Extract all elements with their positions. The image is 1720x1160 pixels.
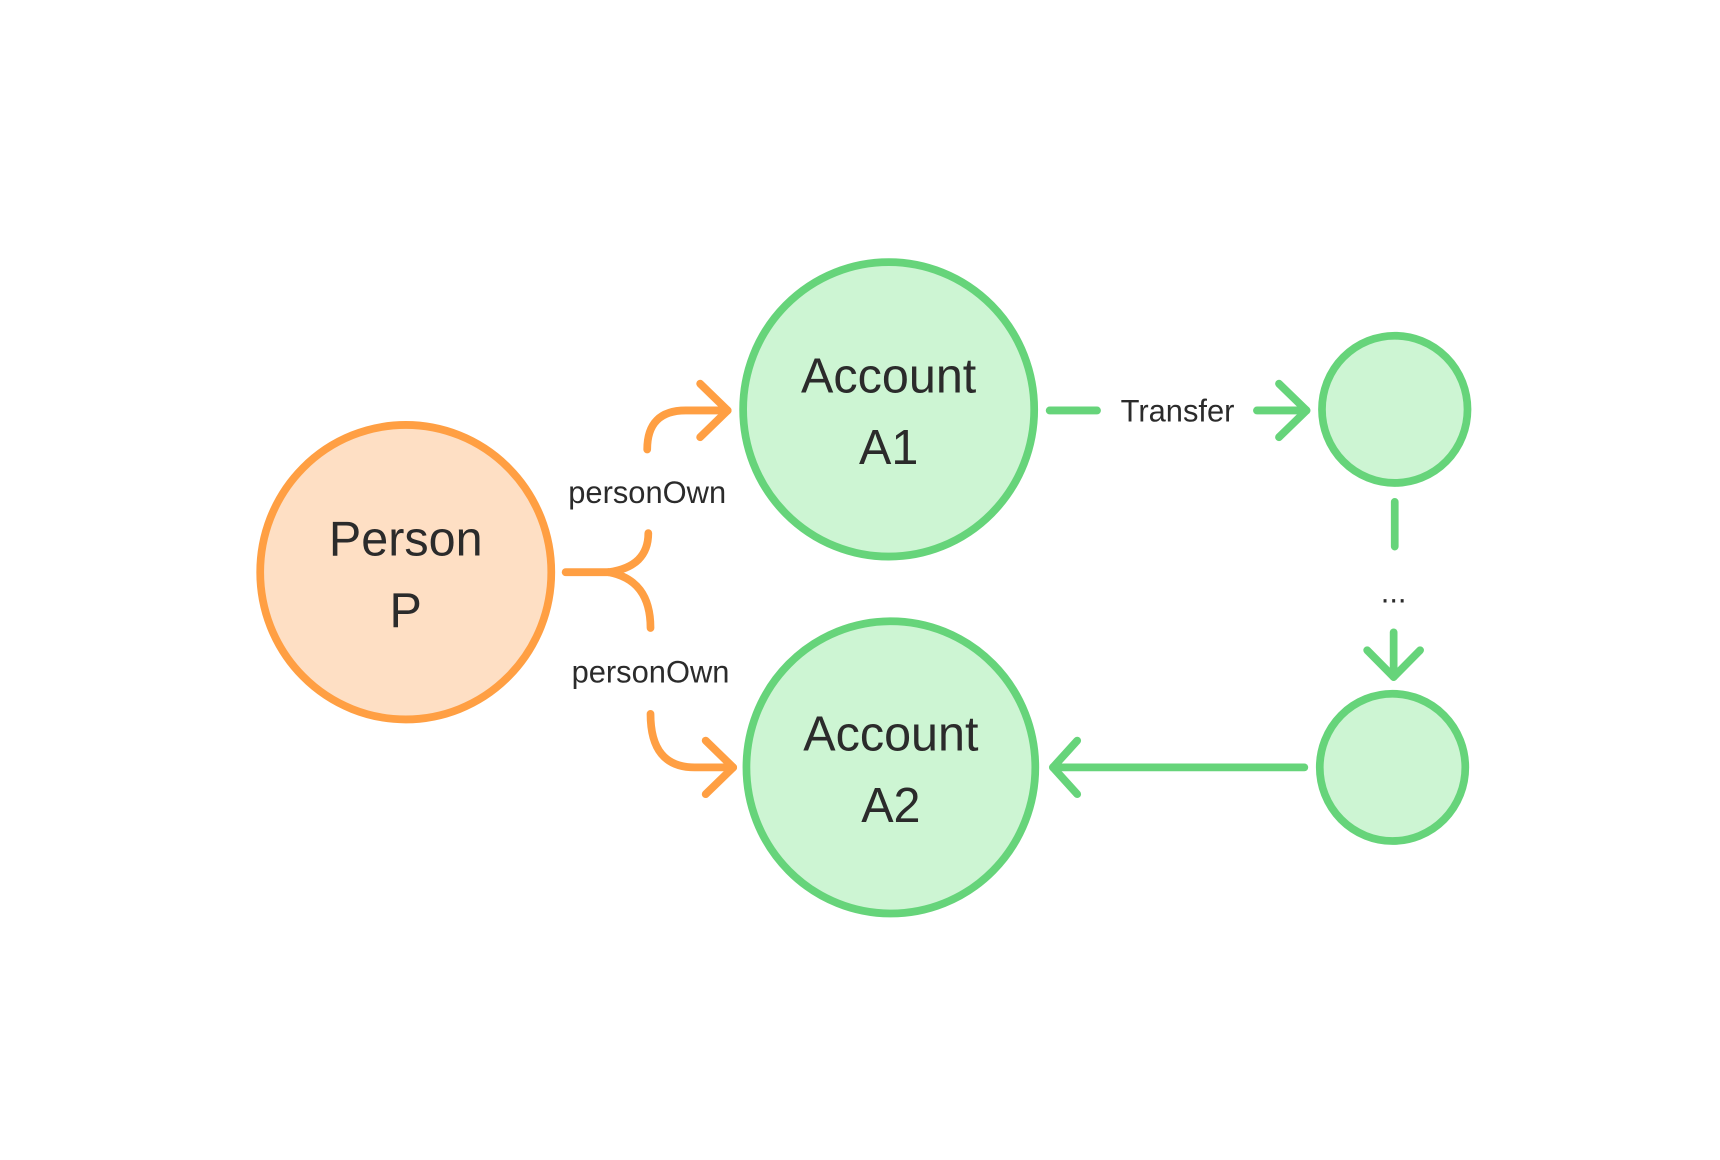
edge-label-own2: personOwn (572, 654, 730, 689)
transfer-edges (1045, 379, 1424, 799)
arrowhead-own-a2 (701, 736, 738, 799)
edge-own-a2-stub (604, 568, 655, 632)
node-account-a2[interactable] (742, 617, 1040, 918)
a2-label-line2: A2 (861, 779, 920, 833)
person-label-line1: Person (329, 512, 483, 566)
edge-own-a1-stub (604, 529, 653, 577)
edge-label-transfer: Transfer (1121, 393, 1235, 428)
edge-label-own1: personOwn (568, 475, 726, 510)
edge-own-a1 (643, 406, 732, 454)
a2-label-line1: Account (803, 707, 979, 761)
person-own-edges (561, 379, 738, 799)
node-intermediate-2[interactable] (1315, 689, 1470, 845)
arrowhead-return (1049, 736, 1082, 799)
arrowhead-transfer (1275, 379, 1311, 442)
person-label-line2: P (390, 584, 422, 638)
arrowhead-chain (1363, 646, 1424, 681)
node-person-p[interactable] (256, 421, 556, 724)
edge-own-a2 (646, 709, 738, 772)
chain-ellipsis: ... (1381, 574, 1407, 609)
a1-label-line1: Account (801, 349, 977, 403)
a1-label-line2: A1 (859, 421, 918, 475)
node-account-a1[interactable] (739, 258, 1039, 561)
arrowhead-own-a1 (696, 379, 732, 442)
node-intermediate-1[interactable] (1318, 331, 1472, 487)
